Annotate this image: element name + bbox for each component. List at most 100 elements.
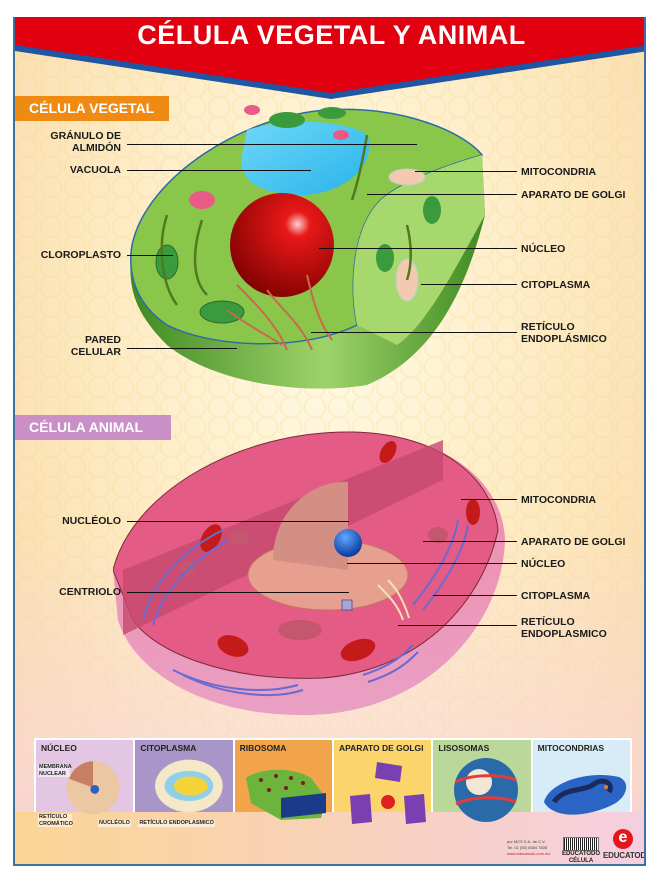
- mitochondrion: [379, 441, 397, 463]
- vesicle: [180, 561, 196, 575]
- label-granulo: GRÁNULO DE ALMIDÓN: [33, 130, 121, 154]
- mitochondrion: [217, 635, 249, 657]
- label-mitocondria-a: MITOCONDRIA: [521, 494, 597, 506]
- leader-vacuola: [127, 170, 311, 172]
- label-line: RETÍCULO: [521, 616, 575, 628]
- leader-nucleolo: [127, 521, 349, 523]
- vesicle: [278, 620, 322, 640]
- label-line: GRÁNULO DE: [50, 130, 121, 142]
- label-nucleo-a: NÚCLEO: [521, 558, 566, 570]
- leader-citoplasma: [421, 284, 517, 286]
- panel-golgi: APARATO DE GOLGI: [333, 740, 432, 830]
- leader-nucleo-a: [347, 563, 517, 565]
- leader-reticulo-a: [398, 625, 517, 627]
- panel-title: CITOPLASMA: [140, 743, 197, 753]
- endoplasmic-reticulum: [226, 274, 333, 351]
- panel-mitocondrias: MITOCONDRIAS: [532, 740, 630, 830]
- animal-cell-illustration: [113, 431, 505, 716]
- vacuole: [241, 121, 370, 195]
- brand-letter: e: [618, 829, 628, 846]
- label-golgi-a: APARATO DE GOLGI: [521, 536, 626, 548]
- golgi-thumbnail: [349, 762, 426, 824]
- label-citoplasma-a: CITOPLASMA: [521, 590, 591, 602]
- credit-publisher: por MCS S.A. de C.V.: [507, 839, 546, 844]
- label-mitocondria: MITOCONDRIA: [521, 166, 597, 178]
- vesicle: [428, 527, 448, 543]
- banner-red: [15, 17, 644, 93]
- leader-nucleo: [319, 248, 517, 250]
- barcode-caption: EDUCATODO CÉLULA VEGETAL Y ANIMAL: [561, 851, 601, 864]
- label-reticulo-a: RETÍCULO ENDOPLASMICO: [521, 616, 607, 640]
- centriole: [341, 599, 353, 611]
- panel-title: LISOSOMAS: [438, 743, 490, 753]
- mitochondria-thumbnail: [543, 774, 626, 815]
- label-cloroplasto: CLOROPLASTO: [40, 249, 121, 261]
- leader-cloroplasto: [127, 255, 173, 257]
- panel-citoplasma: CITOPLASMA RETÍCULO ENDOPLASMICO: [135, 740, 233, 830]
- label-centriolo: CENTRIOLO: [59, 586, 121, 598]
- leader-granulo: [127, 144, 417, 146]
- panel-title: NÚCLEO: [41, 743, 77, 753]
- nucleolus: [334, 529, 362, 557]
- label-golgi: APARATO DE GOLGI: [521, 189, 626, 201]
- plant-cell-illustration: [130, 105, 486, 389]
- golgi-apparatus: [160, 134, 412, 306]
- mitochondrion: [340, 638, 376, 662]
- animal-golgi: [377, 579, 410, 621]
- label-line: ENDOPLASMICO: [521, 628, 607, 640]
- chloroplast: [423, 196, 441, 224]
- mitochondrion: [200, 524, 222, 552]
- label-line: RETÍCULO: [521, 321, 575, 333]
- leader-mitocondria-a: [461, 499, 517, 501]
- vesicle: [230, 530, 250, 546]
- brand-name: EDUCATODO: [603, 851, 646, 860]
- credit-phone: Tel. 01 (55) 5584 7808: [507, 845, 548, 850]
- leader-golgi-a: [423, 541, 517, 543]
- mitochondrion: [388, 168, 426, 186]
- organelle-strip: NÚCLEO MEMBRANA NUCLEAR RETÍCULO CROMÁTI…: [34, 738, 632, 832]
- leader-reticulo: [311, 332, 517, 334]
- leader-mitocondria: [415, 171, 517, 173]
- plant-cell-cut-inner: [353, 155, 485, 345]
- nucleus: [230, 193, 334, 297]
- barcode: [563, 837, 599, 851]
- sublabel-reticulo-cromatico: RETÍCULO CROMÁTICO: [38, 814, 73, 827]
- label-line: ALMIDÓN: [72, 142, 121, 154]
- panel-title: RIBOSOMA: [239, 743, 287, 753]
- label-vacuola: VACUOLA: [69, 164, 121, 176]
- starch-granule: [189, 191, 215, 209]
- animal-reticulum: [142, 519, 469, 696]
- chloroplast: [155, 244, 179, 280]
- leader-centriolo: [127, 592, 349, 594]
- starch-granule: [244, 105, 260, 115]
- chloroplast: [199, 300, 245, 324]
- label-reticulo: RETÍCULO ENDOPLÁSMICO: [521, 321, 607, 345]
- label-line: ENDOPLÁSMICO: [521, 333, 607, 345]
- panel-title: APARATO DE GOLGI: [338, 743, 424, 753]
- leader-citoplasma-a: [433, 595, 517, 597]
- poster: CÉLULA VEGETAL Y ANIMAL CÉLULA VEGETAL C…: [13, 17, 646, 866]
- panel-ribosoma: RIBOSOMA: [234, 740, 332, 830]
- nucleus-half: [273, 481, 348, 570]
- brand-logo: e: [613, 829, 633, 849]
- panel-nucleo: NÚCLEO MEMBRANA NUCLEAR RETÍCULO CROMÁTI…: [36, 740, 134, 830]
- mitochondrion: [466, 499, 480, 525]
- sublabel-membrana: MEMBRANA NUCLEAR: [38, 764, 72, 777]
- panel-title: MITOCONDRIAS: [537, 743, 605, 753]
- label-nucleolo: NUCLÉOLO: [62, 515, 121, 527]
- label-line: CELULAR: [70, 346, 121, 358]
- chloroplast: [318, 107, 346, 119]
- sublabel-nucleolo: NUCLÉOLO: [98, 820, 131, 827]
- title-banner: [15, 17, 644, 99]
- starch-granule: [333, 130, 349, 140]
- animal-heading: CÉLULA ANIMAL: [15, 415, 171, 440]
- label-line: PARED: [85, 334, 121, 346]
- page-title: CÉLULA VEGETAL Y ANIMAL: [137, 20, 526, 50]
- chloroplast: [376, 244, 394, 272]
- ribosome-thumbnail: [245, 769, 326, 820]
- leader-pared: [127, 348, 237, 350]
- credits: por MCS S.A. de C.V. Tel. 01 (55) 5584 7…: [507, 839, 550, 857]
- label-nucleo: NÚCLEO: [521, 243, 566, 255]
- lysosome-thumbnail: [454, 758, 519, 822]
- credit-website: www.educatodo.com.mx: [507, 851, 551, 856]
